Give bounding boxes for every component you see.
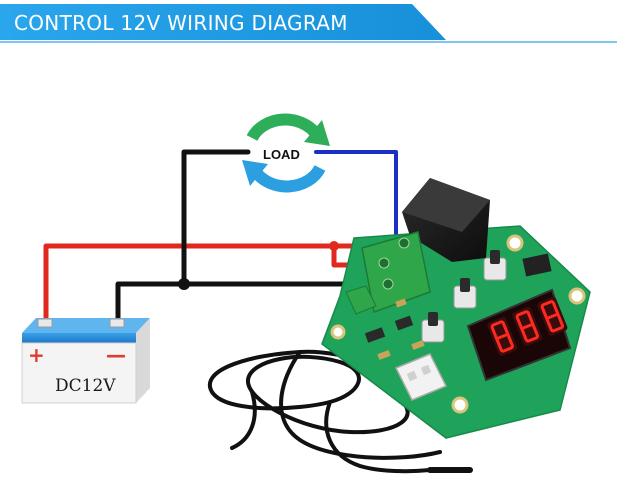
negative-wire <box>115 281 395 328</box>
thermostat-control-board <box>321 178 591 439</box>
mounting-hole <box>330 324 346 340</box>
blue-arrow-head <box>242 160 268 186</box>
tactile-buttons <box>421 250 507 343</box>
positive-wire <box>43 243 405 328</box>
terminal-screw <box>398 237 410 249</box>
smd-resistor <box>395 298 407 308</box>
button-cap <box>490 250 500 264</box>
green-arrow-arc <box>246 113 321 142</box>
mounting-hole <box>568 287 586 305</box>
battery-lid <box>22 333 136 343</box>
segment-mid <box>521 322 534 331</box>
terminal-screw <box>382 278 394 290</box>
probe-cable-loop <box>279 350 442 460</box>
positive-symbol: + <box>28 343 45 367</box>
battery-body <box>21 342 137 404</box>
segment-outline <box>540 300 565 333</box>
negative-terminal <box>109 318 125 328</box>
positive-terminal <box>37 318 53 328</box>
header-banner: CONTROL 12V WIRING DIAGRAM <box>0 4 617 43</box>
segment-outline <box>490 320 514 353</box>
negative-symbol: — <box>106 343 126 367</box>
mounting-hole <box>451 396 469 414</box>
probe-cable-tail <box>324 400 432 474</box>
smd-resistor <box>377 350 391 360</box>
button-cap <box>460 278 470 292</box>
battery-label: DC12V <box>55 376 116 396</box>
cycle-arrows-icon: LOAD <box>242 113 330 193</box>
negative-junction-dot <box>178 278 190 290</box>
smd-component <box>364 327 386 343</box>
blue-arrow-arc <box>251 164 326 193</box>
load-label: LOAD <box>263 147 300 162</box>
terminal-clamp <box>345 285 377 315</box>
load-supply-wire <box>181 149 251 287</box>
segment-mid <box>496 332 509 341</box>
ic-chip <box>522 253 552 277</box>
probe-cable-coil <box>208 349 410 435</box>
button-cap <box>428 312 438 326</box>
smd-resistor <box>411 340 425 350</box>
battery-side <box>136 318 150 403</box>
smd-component <box>394 315 414 331</box>
sensor-connector <box>394 353 448 401</box>
led-display <box>466 288 572 382</box>
terminal-screw <box>378 257 390 269</box>
banner-shape <box>0 4 446 40</box>
positive-junction-dot <box>329 241 339 251</box>
probe-cable-end <box>230 390 257 450</box>
green-arrow-head <box>304 120 330 146</box>
segment-mid <box>546 312 559 320</box>
load-return-wire <box>314 150 398 236</box>
page-title: CONTROL 12V WIRING DIAGRAM <box>14 11 348 35</box>
battery: + — DC12V <box>21 318 150 404</box>
relay-top <box>402 178 490 232</box>
temperature-sensor-probe <box>208 349 473 474</box>
connector-pin <box>420 364 432 376</box>
connector-pin <box>406 370 418 382</box>
screw-terminal-block <box>361 231 431 314</box>
mounting-hole <box>506 234 524 252</box>
